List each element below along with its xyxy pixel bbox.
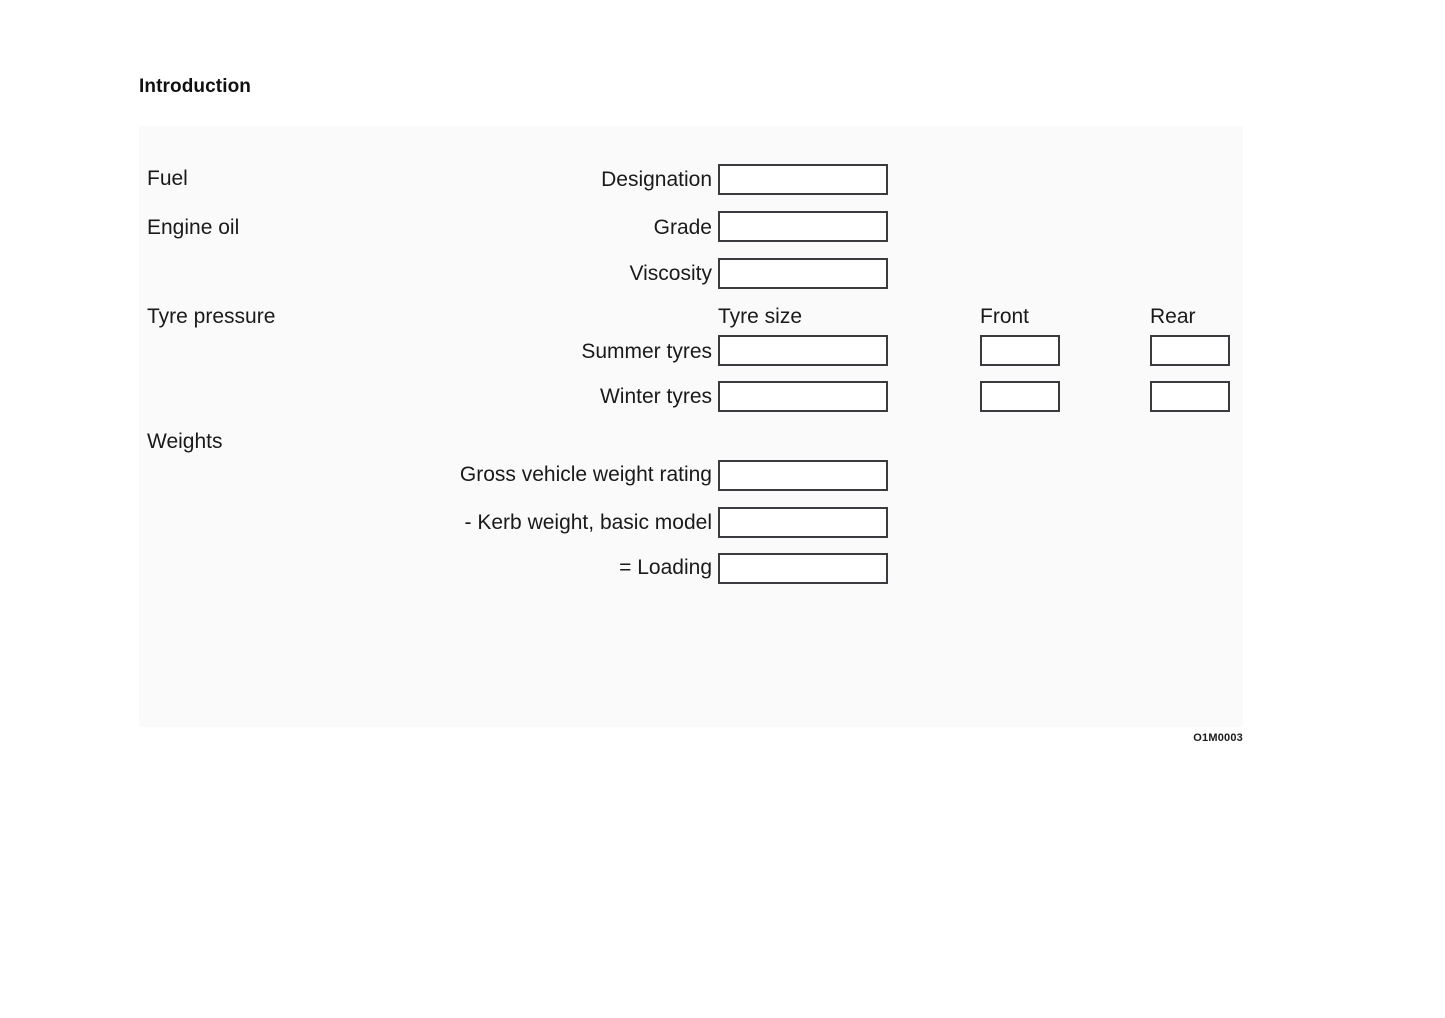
- label-summer-tyres: Summer tyres: [581, 340, 712, 363]
- label-designation: Designation: [601, 168, 712, 191]
- input-designation[interactable]: [718, 164, 888, 195]
- column-header-rear: Rear: [1150, 305, 1196, 328]
- input-kerb-weight-basic-model[interactable]: [718, 507, 888, 538]
- label-grade: Grade: [653, 216, 712, 239]
- label-gross-vehicle-weight-rating: Gross vehicle weight rating: [459, 463, 712, 486]
- vehicle-data-form-panel: [139, 126, 1243, 727]
- label-kerb-weight-basic-model: - Kerb weight, basic model: [464, 511, 712, 534]
- input-winter-rear-pressure[interactable]: [1150, 381, 1230, 412]
- section-title-weights: Weights: [147, 430, 223, 453]
- column-header-tyre-size: Tyre size: [718, 305, 803, 328]
- section-title-fuel: Fuel: [147, 167, 188, 190]
- input-summer-front-pressure[interactable]: [980, 335, 1060, 366]
- input-grade[interactable]: [718, 211, 888, 242]
- column-header-front: Front: [980, 305, 1030, 328]
- input-summer-tyre-size[interactable]: [718, 335, 888, 366]
- label-viscosity: Viscosity: [629, 262, 712, 285]
- label-winter-tyres: Winter tyres: [599, 385, 712, 408]
- input-viscosity[interactable]: [718, 258, 888, 289]
- input-winter-tyre-size[interactable]: [718, 381, 888, 412]
- label-loading: = Loading: [619, 556, 712, 579]
- input-loading[interactable]: [718, 553, 888, 584]
- section-title-tyre-pressure: Tyre pressure: [147, 305, 276, 328]
- input-winter-front-pressure[interactable]: [980, 381, 1060, 412]
- input-gross-vehicle-weight-rating[interactable]: [718, 460, 888, 491]
- input-summer-rear-pressure[interactable]: [1150, 335, 1230, 366]
- section-title-engine-oil: Engine oil: [147, 216, 240, 239]
- page-title: Introduction: [139, 76, 252, 97]
- figure-code: O1M0003: [1193, 732, 1243, 744]
